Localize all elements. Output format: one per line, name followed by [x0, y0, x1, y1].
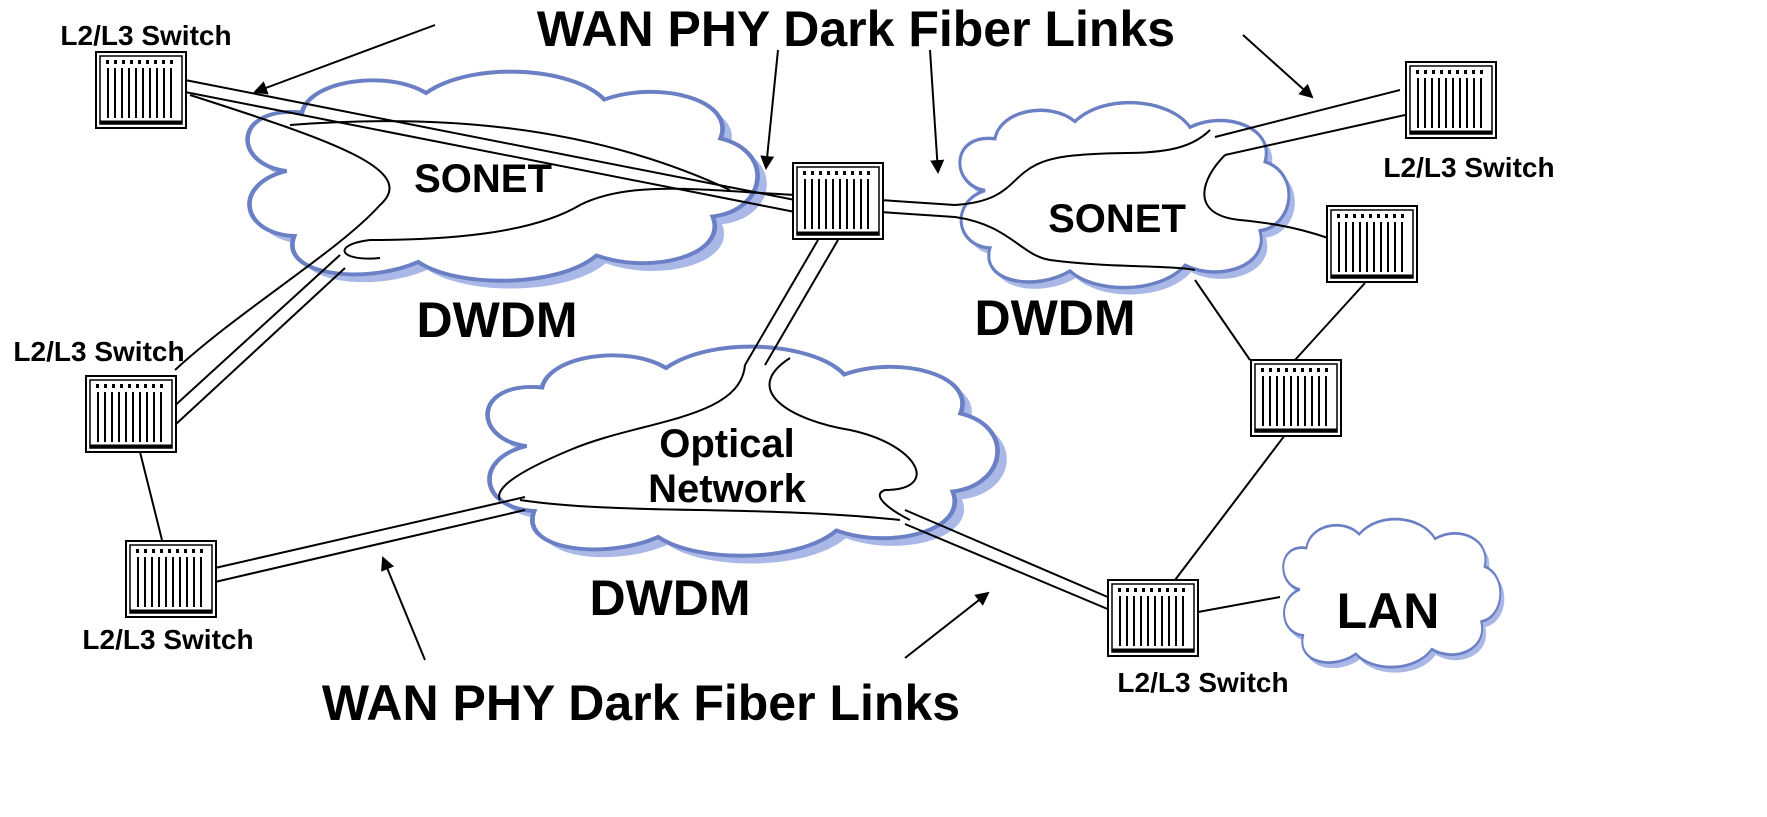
- switch-icon-top-right: [1404, 60, 1498, 140]
- switch-icon-bottom-left: [124, 539, 218, 619]
- switch-label-bottom-right: L2/L3 Switch: [1117, 667, 1288, 698]
- switch-icon-top-left: [94, 50, 188, 130]
- annotation-arrows: [253, 24, 1314, 661]
- optical-label-line2: Network: [648, 467, 807, 511]
- fiber-links-label-bottom: WAN PHY Dark Fiber Links: [322, 675, 960, 731]
- switch-label-top-left: L2/L3 Switch: [60, 20, 231, 51]
- network-links: [139, 79, 1406, 613]
- fiber-links-label-top: WAN PHY Dark Fiber Links: [537, 1, 1175, 57]
- sonet-label-right: SONET: [1048, 197, 1186, 241]
- dwdm-label-bottom: DWDM: [589, 570, 750, 626]
- lan-label: LAN: [1337, 583, 1440, 639]
- switch-label-bottom-left: L2/L3 Switch: [82, 624, 253, 655]
- dwdm-label-right: DWDM: [974, 290, 1135, 346]
- optical-label-line1: Optical: [659, 422, 795, 466]
- switch-icon-mid-left: [84, 374, 178, 454]
- switch-icon-bottom-right: [1106, 578, 1200, 658]
- sonet-label-left: SONET: [414, 157, 552, 201]
- switch-icon-center: [791, 161, 885, 241]
- switch-label-top-right: L2/L3 Switch: [1383, 152, 1554, 183]
- switch-icon-mid-right: [1249, 358, 1343, 438]
- switch-icon-right: [1325, 204, 1419, 284]
- dwdm-label-left: DWDM: [416, 292, 577, 348]
- switch-label-mid-left: L2/L3 Switch: [13, 336, 184, 367]
